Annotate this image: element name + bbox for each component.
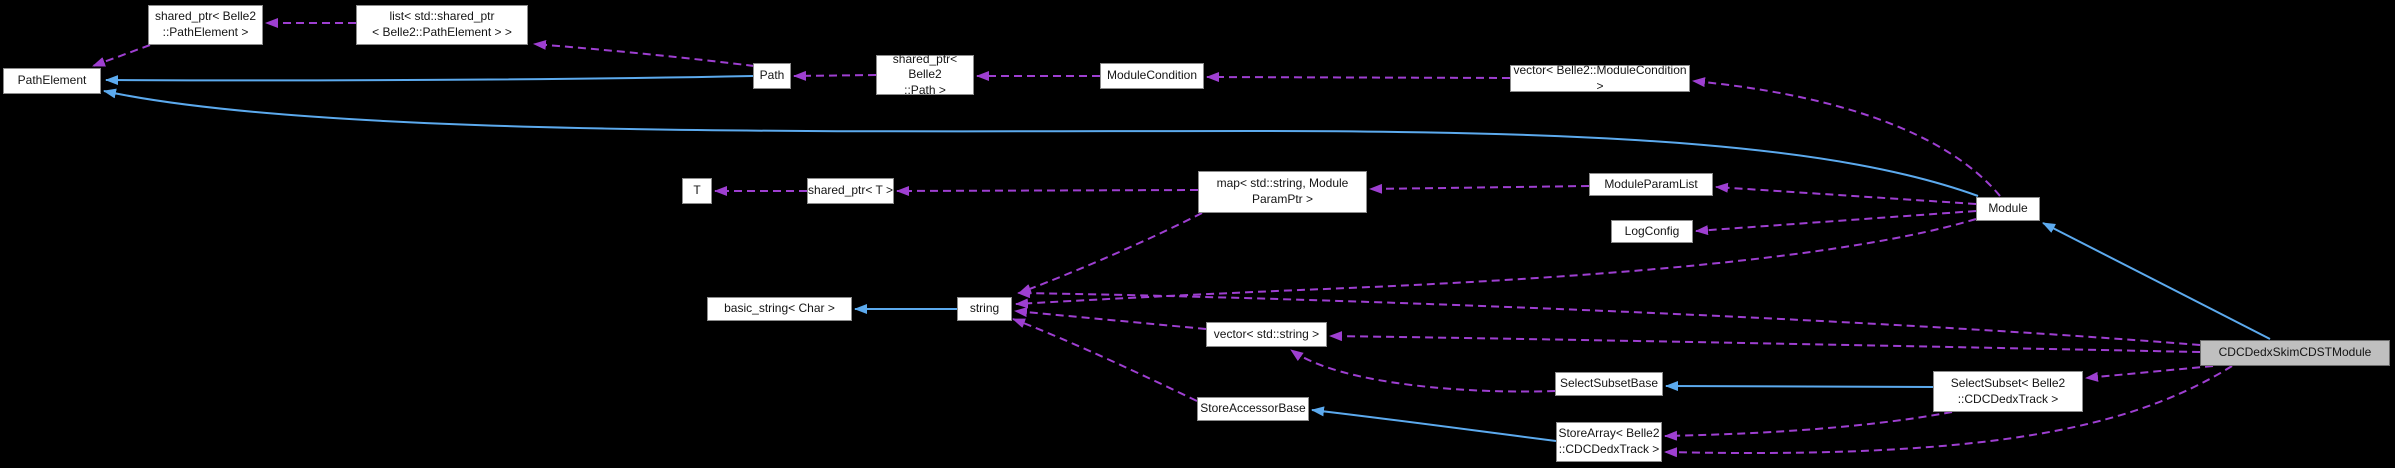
node-modulecondition[interactable]: ModuleCondition [1100, 63, 1204, 89]
edge-module-uses-moduleparamlist [1715, 182, 1977, 205]
edge-module-uses-vecmodcond [1692, 77, 2001, 197]
node-selectsubset-cdcdedxtrack[interactable]: SelectSubset< Belle2 ::CDCDedxTrack > [1933, 371, 2083, 412]
node-module[interactable]: Module [1976, 197, 2040, 221]
edge-sppath-uses-path [793, 70, 877, 81]
node-shared-ptr-path[interactable]: shared_ptr< Belle2 ::Path > [876, 52, 974, 97]
node-vector-modulecondition[interactable]: vector< Belle2::ModuleCondition > [1510, 63, 1690, 93]
node-path[interactable]: Path [753, 63, 791, 89]
edge-cdcdedx-inherits-module [2042, 222, 2271, 340]
edge-selectsubset-inherits-selectsubsetbase [1665, 381, 1934, 392]
edge-map-uses-string [1018, 212, 1203, 294]
node-string[interactable]: string [957, 297, 1012, 321]
node-t[interactable]: T [682, 178, 712, 204]
edge-vecstring-uses-string [1014, 307, 1207, 330]
edge-storearray-inherits-storeaccessorbase [1311, 406, 1557, 442]
edge-cdcdedx-uses-string [1017, 288, 2201, 346]
edge-moduleparamlist-uses-map [1369, 183, 1590, 194]
node-storeaccessorbase[interactable]: StoreAccessorBase [1197, 397, 1309, 421]
edge-vecmodcond-uses-modulecondition [1206, 72, 1511, 83]
edge-storeaccessorbase-uses-string [1012, 318, 1198, 402]
node-logconfig[interactable]: LogConfig [1611, 220, 1693, 243]
edge-cdcdedx-uses-vecstring [1329, 331, 2201, 353]
node-moduleparamlist[interactable]: ModuleParamList [1589, 173, 1713, 196]
node-list-shared-ptr-pathelement[interactable]: list< std::shared_ptr < Belle2::PathElem… [356, 5, 528, 45]
edge-path-inherits-pathelement [105, 75, 754, 86]
edge-path-uses-list [533, 39, 755, 67]
node-pathelement[interactable]: PathElement [3, 68, 101, 94]
node-storearray-cdcdedxtrack[interactable]: StoreArray< Belle2 ::CDCDedxTrack > [1556, 422, 1662, 462]
node-cdcdedxskimcdstmodule[interactable]: CDCDedxSkimCDSTModule [2200, 340, 2390, 366]
edge-selectsubsetbase-uses-vecstring [1290, 349, 1556, 393]
node-basic-string-char[interactable]: basic_string< Char > [707, 297, 852, 321]
edge-map-uses-spt [896, 185, 1199, 196]
edge-module-uses-string [1015, 218, 1977, 309]
node-map-string-moduleparamptr[interactable]: map< std::string, Module ParamPtr > [1198, 171, 1367, 213]
node-selectsubsetbase[interactable]: SelectSubsetBase [1555, 372, 1663, 396]
edge-sppathelement-uses-pathelement [92, 44, 151, 67]
node-shared-ptr-pathelement[interactable]: shared_ptr< Belle2 ::PathElement > [148, 5, 263, 45]
edge-selectsubset-uses-storearray [1664, 411, 1953, 441]
edge-cdcdedx-uses-selectsubset [2085, 365, 2214, 382]
edge-module-uses-logconfig [1695, 210, 1977, 236]
node-vector-std-string[interactable]: vector< std::string > [1206, 322, 1327, 347]
node-shared-ptr-t[interactable]: shared_ptr< T > [807, 178, 894, 204]
